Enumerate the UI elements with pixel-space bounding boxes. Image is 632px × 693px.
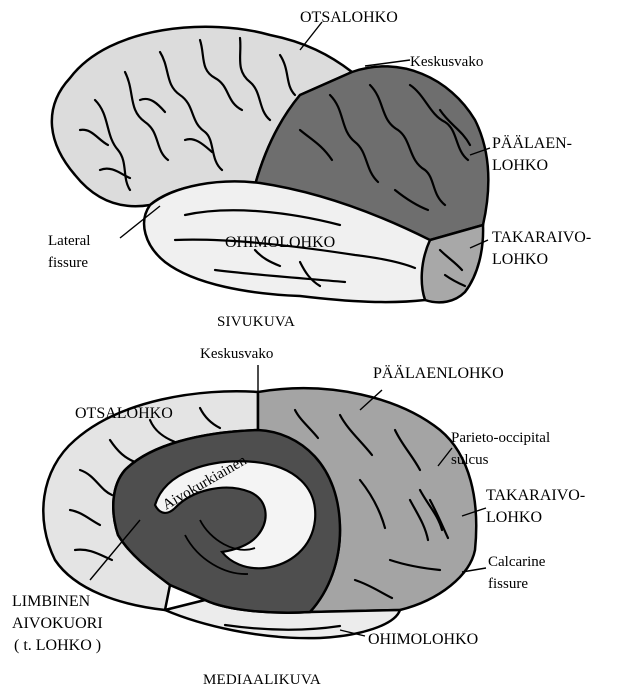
label-occipital-lateral-2: LOHKO <box>492 251 548 268</box>
medial-view: Keskusvako PÄÄLAENLOHKO OTSALOHKO Pariet… <box>12 346 585 688</box>
label-frontal-lateral: OTSALOHKO <box>300 9 398 26</box>
label-occipital-medial-2: LOHKO <box>486 509 542 526</box>
label-parieto-occipital-2: sulcus <box>451 452 489 468</box>
label-lateral-fissure-1: Lateral <box>48 233 90 249</box>
label-parieto-occipital-1: Parieto-occipital <box>451 430 550 446</box>
label-limbic-3: ( t. LOHKO ) <box>14 637 101 654</box>
label-occipital-lateral-1: TAKARAIVO- <box>492 229 591 246</box>
label-temporal-lateral: OHIMOLOHKO <box>225 234 335 251</box>
caption-lateral-view: SIVUKUVA <box>217 314 295 330</box>
label-parietal-lateral-1: PÄÄLAEN- <box>492 134 572 152</box>
label-calcarine-1: Calcarine <box>488 554 546 570</box>
label-central-sulcus-lateral: Keskusvako <box>410 54 483 70</box>
leader-frontal-lateral <box>300 22 322 50</box>
lateral-view: OTSALOHKO Keskusvako PÄÄLAEN- LOHKO Late… <box>48 9 591 330</box>
label-frontal-medial: OTSALOHKO <box>75 405 173 422</box>
label-limbic-1: LIMBINEN <box>12 593 91 610</box>
label-occipital-medial-1: TAKARAIVO- <box>486 487 585 504</box>
label-central-sulcus-medial: Keskusvako <box>200 346 273 362</box>
label-calcarine-2: fissure <box>488 576 528 592</box>
label-parietal-medial: PÄÄLAENLOHKO <box>373 364 504 382</box>
label-lateral-fissure-2: fissure <box>48 255 88 271</box>
caption-medial-view: MEDIAALIKUVA <box>203 672 321 688</box>
label-limbic-2: AIVOKUORI <box>12 615 103 632</box>
label-temporal-medial: OHIMOLOHKO <box>368 631 478 648</box>
label-parietal-lateral-2: LOHKO <box>492 157 548 174</box>
